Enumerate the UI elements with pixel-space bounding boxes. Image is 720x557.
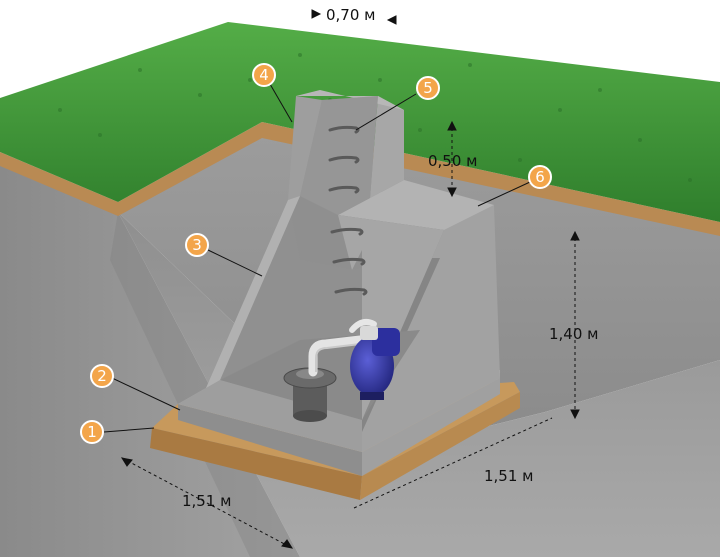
leader-2 — [111, 377, 181, 411]
leader-6 — [477, 181, 531, 207]
top-width-arrow-right — [386, 15, 397, 25]
sand-base-front — [150, 428, 362, 500]
well-head — [283, 335, 365, 422]
neck-height-arrow-top — [447, 120, 457, 131]
neck-height-arrow-bottom — [447, 187, 457, 198]
sand-base-side — [360, 392, 520, 500]
ladder — [328, 125, 368, 296]
body-height-arrow-bottom — [570, 409, 580, 420]
dimension-lines — [103, 9, 580, 549]
ladder-rung — [328, 125, 360, 134]
marker-6-number: 6 — [535, 168, 545, 186]
base-front-arrow-right — [281, 539, 294, 549]
ladder-rung — [328, 155, 360, 164]
markers: 1 2 3 4 5 6 — [80, 63, 552, 444]
marker-4: 4 — [252, 63, 276, 87]
base-front-arrow-left — [120, 457, 133, 467]
caisson-neck-front — [300, 96, 378, 215]
leader-3 — [207, 249, 263, 277]
leader-1 — [103, 427, 155, 433]
marker-6: 6 — [528, 165, 552, 189]
ladder-rung — [332, 257, 366, 266]
marker-1-number: 1 — [87, 423, 97, 441]
pump-head — [360, 326, 378, 340]
dimension-labels: 0,70 м 0,50 м 1,40 м 1,51 м 1,51 м — [182, 6, 598, 510]
marker-5-number: 5 — [423, 79, 433, 97]
caisson-front-wall-edge — [206, 196, 300, 388]
pump-motor — [372, 328, 400, 356]
ladder-rung — [328, 185, 360, 194]
base-side-label: 1,51 м — [484, 467, 533, 485]
marker-2: 2 — [90, 364, 114, 388]
supply-pipe — [308, 335, 365, 377]
base-side-line — [353, 417, 553, 509]
caisson-shoulder-top — [338, 180, 494, 230]
pump — [349, 319, 400, 400]
marker-3: 3 — [185, 233, 209, 257]
marker-3-number: 3 — [192, 236, 202, 254]
body-height-arrow-top — [570, 230, 580, 241]
marker-2-number: 2 — [97, 367, 107, 385]
base-front-line — [121, 457, 293, 549]
caisson-neck-side — [370, 96, 404, 198]
top-width-label: 0,70 м — [326, 6, 375, 24]
base-front-label: 1,51 м — [182, 492, 231, 510]
marker-4-number: 4 — [259, 66, 269, 84]
leader-5 — [355, 93, 417, 131]
supply-pipe-shade — [315, 343, 361, 372]
body-height-label: 1,40 м — [549, 325, 598, 343]
pump-stand — [360, 392, 384, 400]
caisson-plinth-front — [178, 404, 362, 476]
ladder-rung — [330, 227, 364, 236]
ladder-rung — [334, 287, 368, 296]
leader-4 — [269, 83, 293, 123]
pump-hose — [349, 319, 377, 333]
marker-5: 5 — [416, 76, 440, 100]
marker-1: 1 — [80, 420, 104, 444]
caisson-plinth-side — [362, 378, 500, 476]
well-casing-bottom — [293, 410, 327, 422]
caisson-neck-rim — [296, 90, 404, 110]
neck-height-label: 0,50 м — [428, 152, 477, 170]
top-width-arrow-left — [311, 9, 322, 19]
